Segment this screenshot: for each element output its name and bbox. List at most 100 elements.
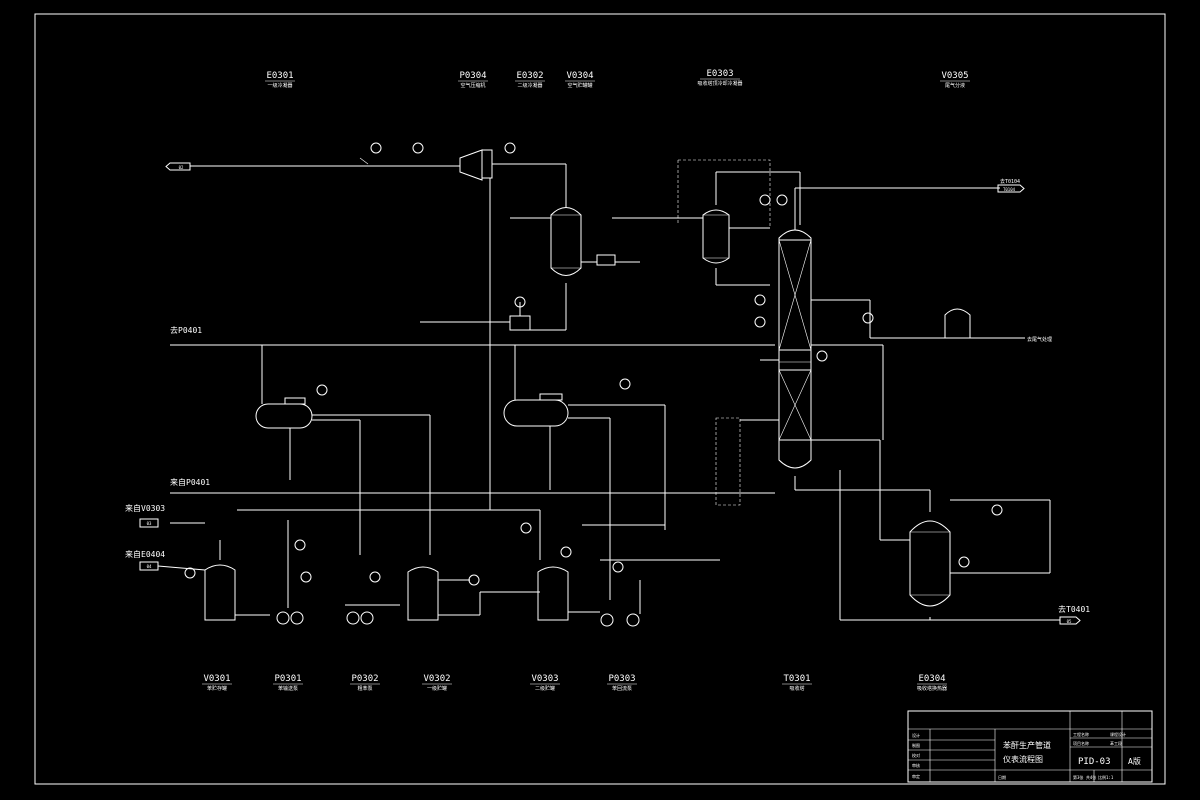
svg-text:一级冷凝器: 一级冷凝器 (267, 82, 292, 89)
pump-p0301a (276, 611, 290, 625)
svg-text:05: 05 (1067, 619, 1072, 624)
conn-right-top-label: 去T0104 (1000, 178, 1020, 185)
vessel-v0301 (204, 564, 236, 621)
conn-v0303-label: 来自V0303 (125, 503, 165, 513)
connections: 02 去P0401 来自P0401 来自V0303 03 来自E0404 04 … (125, 162, 1090, 625)
svg-text:V0305: V0305 (941, 71, 968, 81)
vessel-v0302 (407, 566, 439, 621)
svg-text:P0304: P0304 (459, 71, 486, 81)
svg-text:校对: 校对 (912, 752, 920, 758)
svg-text:项目名称: 项目名称 (1073, 740, 1089, 746)
svg-text:二级贮罐: 二级贮罐 (535, 685, 555, 692)
svg-text:设计: 设计 (912, 732, 920, 738)
svg-text:粗苯泵: 粗苯泵 (357, 685, 372, 692)
conn-left-low-label: 来自P0401 (170, 477, 210, 487)
title-line1: 苯酐生产管道 (1003, 740, 1051, 750)
svg-text:E0302: E0302 (516, 71, 543, 81)
vessel-v0303 (537, 566, 569, 621)
svg-text:V0304: V0304 (566, 71, 593, 81)
drawing-frame (34, 13, 1166, 785)
condenser-e0303 (702, 209, 730, 264)
svg-text:E0303: E0303 (706, 69, 733, 79)
pump-p0301b (290, 611, 304, 625)
svg-text:V0301: V0301 (203, 674, 230, 684)
compressor-p0304 (459, 149, 483, 181)
svg-text:审核: 审核 (912, 762, 920, 768)
exchanger-e0302 (503, 393, 569, 427)
svg-text:比例1:1: 比例1:1 (1098, 774, 1114, 780)
pump-p0302a (346, 611, 360, 625)
svg-text:空气贮罐罐: 空气贮罐罐 (567, 82, 592, 89)
column-t0301 (778, 229, 812, 469)
conn-right-mid-label: 去尾气处理 (1027, 336, 1052, 343)
svg-text:P0303: P0303 (608, 674, 635, 684)
svg-text:第3张 共4张: 第3张 共4张 (1073, 774, 1096, 780)
drawing-number: PID-03 (1078, 757, 1111, 767)
conn-left-top: 02 (165, 162, 191, 171)
svg-text:尾气分液: 尾气分液 (945, 82, 965, 89)
pump-p0302b (360, 611, 374, 625)
svg-text:V0302: V0302 (423, 674, 450, 684)
svg-text:P0301: P0301 (274, 674, 301, 684)
pump-p0303a (600, 613, 614, 627)
conn-right-bottom-label: 去T0401 (1058, 604, 1090, 614)
svg-text:V0303: V0303 (531, 674, 558, 684)
svg-text:03: 03 (147, 521, 152, 526)
svg-text:一级贮罐: 一级贮罐 (427, 685, 447, 692)
svg-text:制图: 制图 (912, 742, 920, 748)
title-block: 设计 制图 校对 审核 审定 苯酐生产管道 仪表流程图 工程名称 项目名称 课程… (907, 710, 1153, 783)
vessel-v0304 (550, 207, 582, 276)
conn-e0404-box: 04 (139, 561, 159, 571)
vessel-e0304 (909, 520, 951, 607)
conn-v0303-box: 03 (139, 518, 159, 528)
svg-text:苯回流泵: 苯回流泵 (612, 685, 632, 692)
process-lines (157, 149, 1060, 627)
conn-right-top-box: T0104 (997, 184, 1025, 193)
title-line2: 仪表流程图 (1003, 754, 1043, 764)
svg-text:T0301: T0301 (783, 674, 810, 684)
svg-text:课程设计: 课程设计 (1110, 731, 1126, 737)
svg-text:E0304: E0304 (918, 674, 945, 684)
svg-text:二级冷凝器: 二级冷凝器 (517, 82, 542, 89)
svg-text:苯贮存罐: 苯贮存罐 (207, 685, 227, 692)
svg-text:工程名称: 工程名称 (1073, 731, 1089, 737)
svg-text:空气压缩机: 空气压缩机 (460, 82, 485, 89)
svg-text:日期: 日期 (998, 774, 1006, 780)
conn-e0404-label: 来自E0404 (125, 549, 165, 559)
conn-left-mid-label: 去P0401 (170, 325, 202, 335)
svg-text:04: 04 (147, 564, 152, 569)
svg-text:吸收塔顶冷却冷凝器: 吸收塔顶冷却冷凝器 (697, 80, 742, 87)
svg-text:吸收塔: 吸收塔 (789, 685, 804, 692)
svg-text:02: 02 (179, 165, 184, 170)
pump-p0303b (626, 613, 640, 627)
svg-text:苯输送泵: 苯输送泵 (278, 685, 298, 692)
svg-text:T0104: T0104 (1003, 187, 1016, 192)
svg-text:P0302: P0302 (351, 674, 378, 684)
instruments (184, 142, 1003, 586)
svg-text:吸收塔换热器: 吸收塔换热器 (917, 685, 947, 692)
conn-right-bottom-box: 05 (1059, 616, 1081, 625)
drawing-version: A版 (1128, 756, 1141, 766)
svg-text:E0301: E0301 (266, 71, 293, 81)
svg-text:苯工段: 苯工段 (1110, 740, 1122, 746)
exchanger-e0301 (255, 397, 313, 429)
svg-text:审定: 审定 (912, 773, 920, 779)
vessel-v0305 (944, 308, 971, 339)
